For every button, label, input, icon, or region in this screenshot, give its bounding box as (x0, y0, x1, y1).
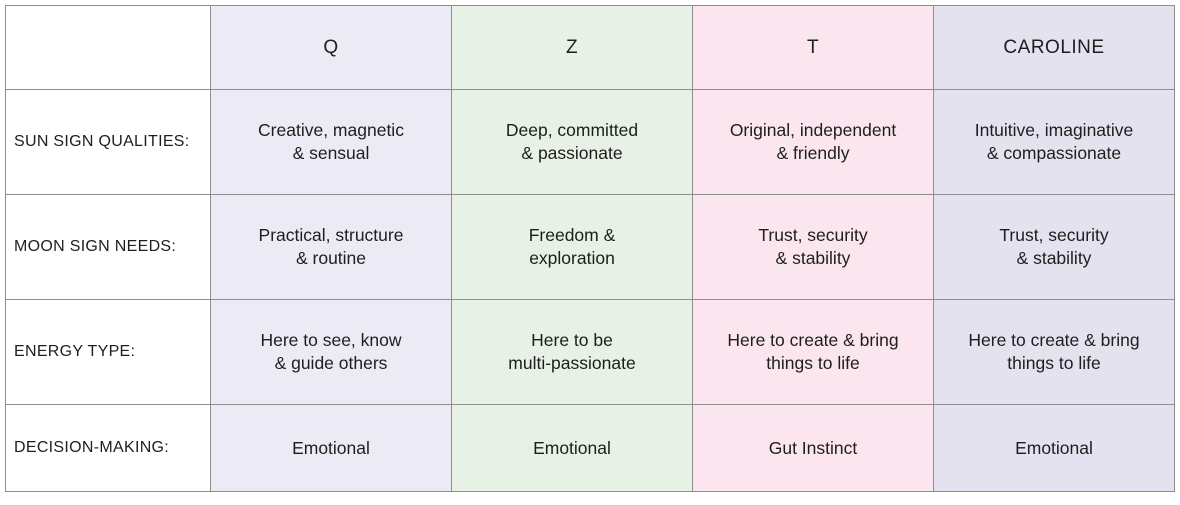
table-cell: Here to create & bring things to life (692, 299, 934, 405)
table-cell: Here to see, know & guide others (210, 299, 452, 405)
cell-line: & sensual (292, 143, 370, 163)
cell-line: Here to create & bring (727, 330, 899, 350)
row-label: SUN SIGN QUALITIES: (5, 89, 211, 195)
cell-line: things to life (1007, 353, 1101, 373)
table-cell: Emotional (210, 404, 452, 492)
cell-line: Practical, structure (258, 225, 404, 245)
column-header-caroline: CAROLINE (933, 5, 1175, 90)
cell-line: Trust, security (999, 225, 1109, 245)
cell-line: Emotional (292, 437, 370, 458)
table-cell: Intuitive, imaginative & compassionate (933, 89, 1175, 195)
cell-line: Emotional (533, 437, 611, 458)
comparison-table: Q Z T CAROLINE SUN SIGN QUALITIES: Creat… (5, 5, 1175, 492)
cell-line: Here to be (531, 330, 613, 350)
row-label: DECISION-MAKING: (5, 404, 211, 492)
cell-line: exploration (529, 248, 615, 268)
cell-line: & compassionate (986, 143, 1122, 163)
table-cell: Practical, structure & routine (210, 194, 452, 300)
cell-line: Here to create & bring (968, 330, 1140, 350)
table-row-moon-sign: MOON SIGN NEEDS: Practical, structure & r… (5, 194, 1175, 300)
row-label: MOON SIGN NEEDS: (5, 194, 211, 300)
cell-line: Freedom & (528, 225, 616, 245)
header-row: Q Z T CAROLINE (5, 5, 1175, 90)
table-cell: Original, independent & friendly (692, 89, 934, 195)
table-cell: Emotional (451, 404, 693, 492)
table-row-sun-sign: SUN SIGN QUALITIES: Creative, magnetic & … (5, 89, 1175, 195)
table-cell: Gut Instinct (692, 404, 934, 492)
cell-line: & guide others (274, 353, 388, 373)
table-cell: Emotional (933, 404, 1175, 492)
corner-cell (5, 5, 211, 90)
cell-line: Trust, security (758, 225, 868, 245)
table-cell: Here to be multi-passionate (451, 299, 693, 405)
table-cell: Trust, security & stability (933, 194, 1175, 300)
table-cell: Here to create & bring things to life (933, 299, 1175, 405)
comparison-table-wrapper: Q Z T CAROLINE SUN SIGN QUALITIES: Creat… (5, 5, 1175, 492)
cell-line: & stability (775, 248, 851, 268)
cell-line: Emotional (1015, 437, 1093, 458)
cell-line: & passionate (521, 143, 623, 163)
table-row-energy-type: ENERGY TYPE: Here to see, know & guide ot… (5, 299, 1175, 405)
cell-line: Creative, magnetic (258, 120, 404, 140)
column-header-z: Z (451, 5, 693, 90)
column-header-t: T (692, 5, 934, 90)
table-row-decision-making: DECISION-MAKING: Emotional Emotional Gut… (5, 404, 1175, 492)
column-header-q: Q (210, 5, 452, 90)
cell-line: & routine (295, 248, 367, 268)
cell-line: multi-passionate (508, 353, 636, 373)
table-cell: Creative, magnetic & sensual (210, 89, 452, 195)
cell-line: Here to see, know (260, 330, 402, 350)
cell-line: & stability (1016, 248, 1092, 268)
cell-line: Original, independent (729, 120, 897, 140)
cell-line: things to life (766, 353, 860, 373)
cell-line: Gut Instinct (768, 437, 858, 458)
table-cell: Trust, security & stability (692, 194, 934, 300)
row-label: ENERGY TYPE: (5, 299, 211, 405)
cell-line: & friendly (776, 143, 850, 163)
cell-line: Intuitive, imaginative (974, 120, 1134, 140)
cell-line: Deep, committed (505, 120, 639, 140)
table-cell: Freedom & exploration (451, 194, 693, 300)
table-cell: Deep, committed & passionate (451, 89, 693, 195)
